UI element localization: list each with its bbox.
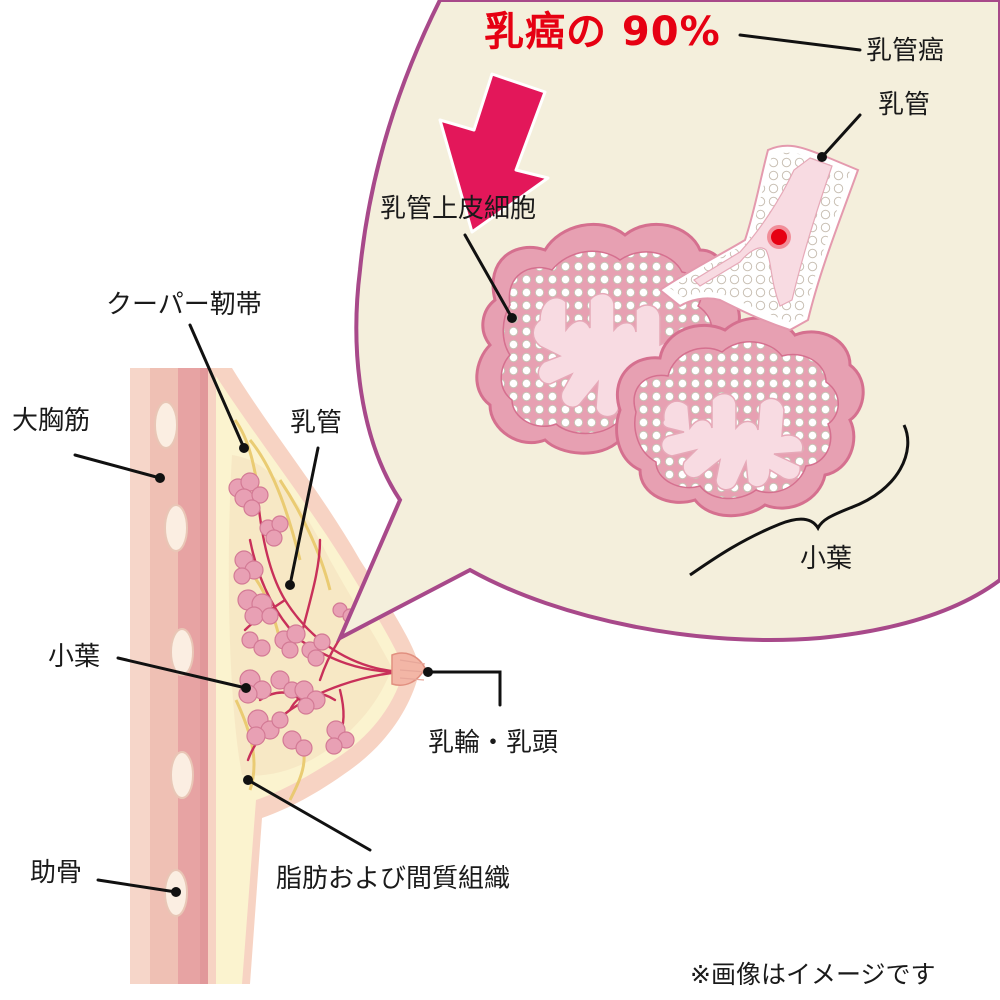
rib-bones xyxy=(154,401,194,917)
zoom-duct-lumen xyxy=(693,157,833,307)
leader-dots xyxy=(155,152,827,897)
label-ductal-carcinoma: 乳管癌 xyxy=(866,36,945,66)
label-lobule-zoom: 小葉 xyxy=(800,544,853,574)
label-epithelial-cells: 乳管上皮細胞 xyxy=(380,194,537,224)
label-duct-zoom: 乳管 xyxy=(878,90,931,120)
breast-lobules xyxy=(228,472,358,757)
label-ribs: 助骨 xyxy=(30,858,83,888)
pointer-arrow xyxy=(438,72,550,234)
magnified-lobules xyxy=(475,144,865,518)
label-duct-breast: 乳管 xyxy=(290,408,343,438)
breast-cross-section xyxy=(130,368,427,984)
tumor-dot xyxy=(767,225,791,249)
lobule-brace xyxy=(689,424,910,577)
disclaimer-note: ※画像はイメージです xyxy=(690,960,936,989)
lobule-right-lumen xyxy=(660,392,804,491)
label-cooper-ligament: クーパー靭帯 xyxy=(106,290,262,320)
areola-nipple xyxy=(391,652,427,686)
label-areola-nipple: 乳輪・乳頭 xyxy=(428,728,559,758)
label-lobule-breast: 小葉 xyxy=(48,642,101,672)
headline-90-percent: 乳癌の 90% xyxy=(484,9,721,55)
leader-lines xyxy=(73,33,862,894)
label-pectoralis-major: 大胸筋 xyxy=(12,406,91,436)
label-fat-stroma: 脂肪および間質組織 xyxy=(276,864,511,894)
